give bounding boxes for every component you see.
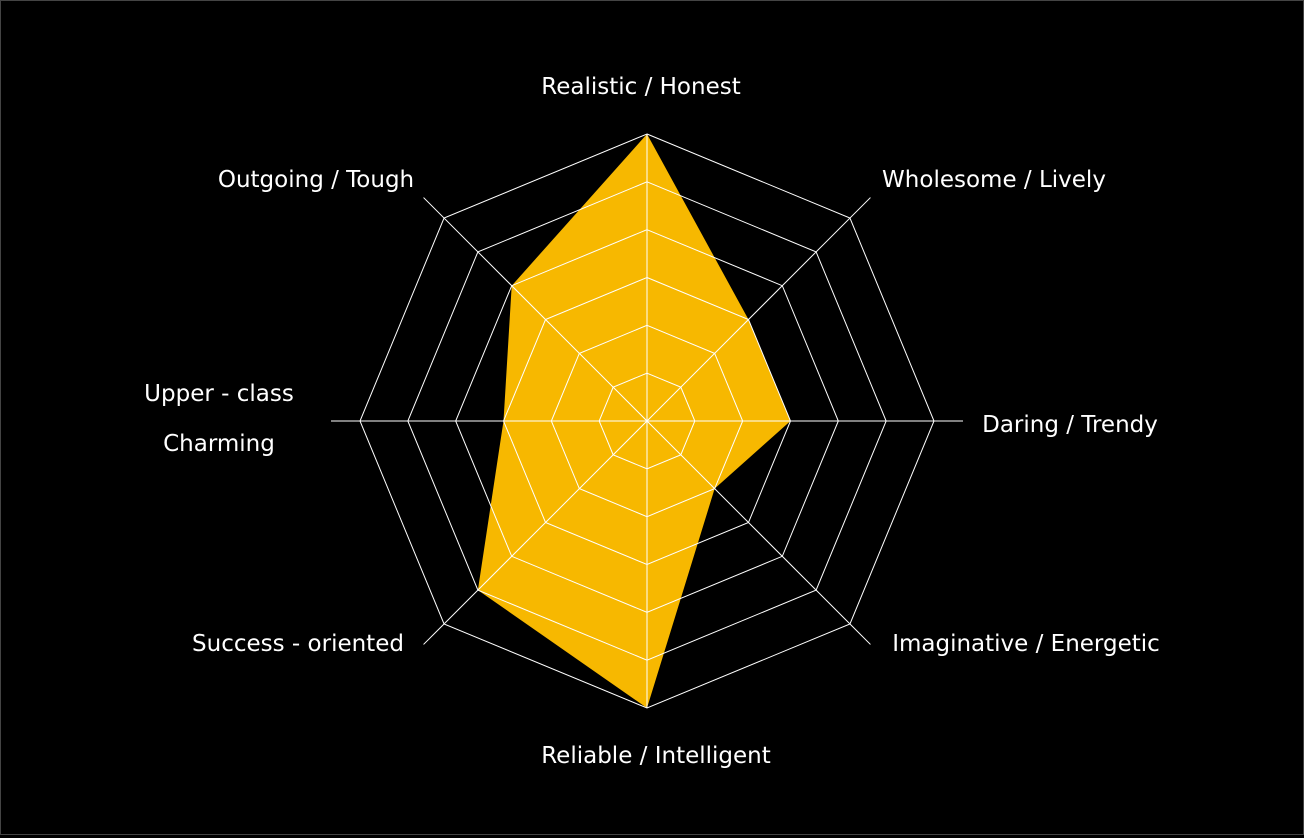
axis-label: Upper - class (144, 381, 294, 407)
axis-label: Charming (163, 431, 275, 457)
axis-label: Imaginative / Energetic (892, 631, 1160, 657)
axis-label: Outgoing / Tough (218, 167, 414, 193)
axis-label: Reliable / Intelligent (541, 743, 771, 769)
axis-label: Realistic / Honest (541, 74, 740, 100)
axis-label: Daring / Trendy (982, 412, 1158, 438)
axis-label: Wholesome / Lively (882, 167, 1106, 193)
axis-label: Success - oriented (192, 631, 404, 657)
